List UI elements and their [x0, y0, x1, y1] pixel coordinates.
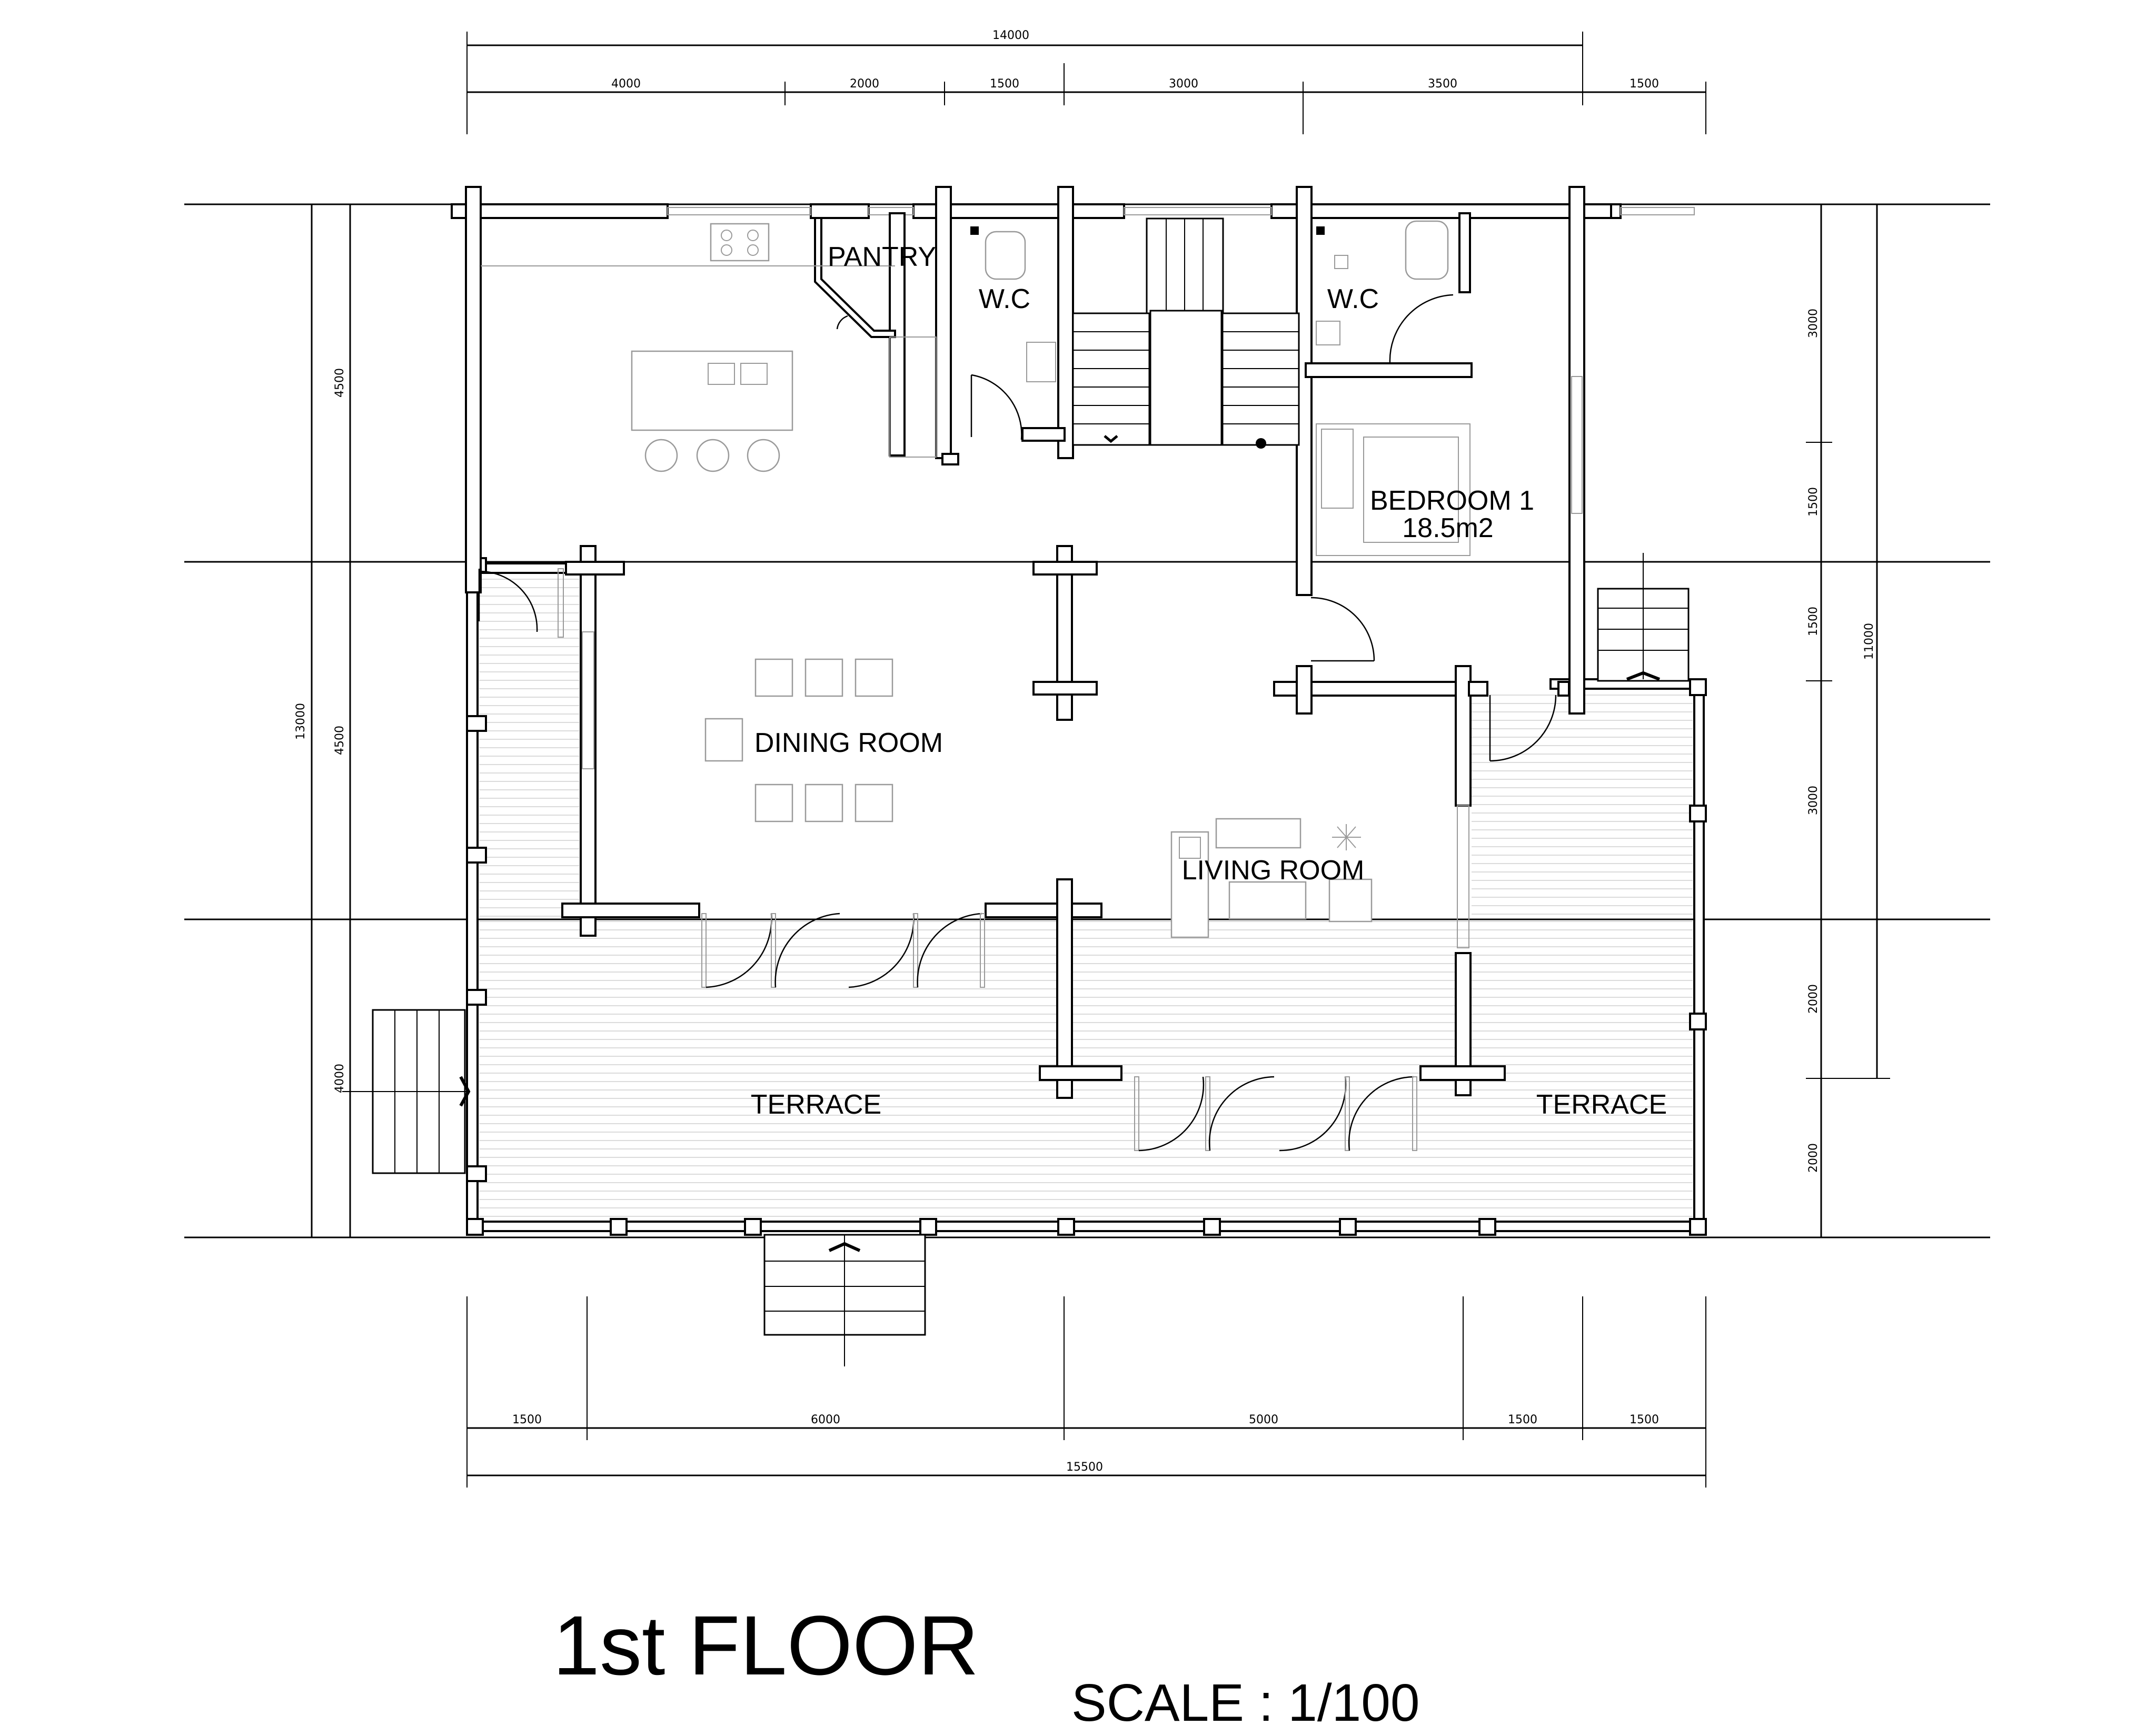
room-label-dining: DINING ROOM: [754, 728, 943, 758]
stairs: [342, 217, 1690, 1366]
dim-bottom-segment: 6000: [811, 1413, 840, 1426]
dim-left-segment: 4000: [333, 1064, 346, 1093]
room-area-bedroom: 18.5m2: [1402, 513, 1493, 543]
room-label-terrace-left: TERRACE: [751, 1089, 881, 1120]
dim-top-segment: 3500: [1428, 77, 1457, 91]
doors: [478, 294, 1557, 1152]
furniture: [481, 220, 1471, 938]
room-label-bedroom: BEDROOM 1: [1370, 485, 1534, 516]
room-label-pantry: PANTRY: [828, 242, 936, 272]
room-label-wc-right: W.C: [1327, 284, 1379, 314]
terrace-edge: [466, 557, 1707, 1236]
dim-left-segment: 4500: [333, 726, 346, 755]
room-label-wc-left: W.C: [979, 284, 1030, 314]
plan-title: 1st FLOOR: [553, 1598, 979, 1692]
dim-top-segment: 1500: [990, 77, 1019, 91]
dim-top-total: 14000: [992, 29, 1029, 42]
dim-right-segment: 2000: [1807, 1143, 1820, 1173]
dim-top-segment: 3000: [1169, 77, 1198, 91]
dim-bottom-segment: 1500: [512, 1413, 542, 1426]
dim-left-segment: 4500: [333, 368, 346, 398]
right-dimensions: 11000 3000 1500 1500 3000 2000 2000: [1806, 204, 1890, 1238]
room-labels: PANTRY W.C W.C BEDROOM 1 18.5m2 DINING R…: [751, 242, 1667, 1120]
room-label-terrace-right: TERRACE: [1536, 1089, 1667, 1120]
dim-right-segment: 1500: [1807, 487, 1820, 517]
dim-right-segment: 3000: [1807, 309, 1820, 338]
dim-right-total: 11000: [1863, 623, 1876, 660]
dim-bottom-segment: 5000: [1249, 1413, 1278, 1426]
top-dimensions: 14000 4000 2000 1500 3000 3500 1500: [466, 29, 1706, 134]
room-label-living: LIVING ROOM: [1182, 855, 1365, 886]
dim-top-segment: 4000: [611, 77, 641, 91]
scale-label: SCALE : 1/100: [1071, 1673, 1420, 1725]
left-dimensions: 13000 4500 4500 4000: [294, 204, 363, 1238]
dim-top-segment: 1500: [1630, 77, 1659, 91]
dim-left-total: 13000: [294, 703, 307, 740]
terrace-decking: [479, 579, 1693, 1217]
dim-bottom-total: 15500: [1066, 1461, 1103, 1474]
dim-bottom-segment: 1500: [1630, 1413, 1659, 1426]
dim-right-segment: 3000: [1807, 786, 1820, 815]
dim-right-segment: 1500: [1807, 607, 1820, 636]
dim-top-segment: 2000: [850, 77, 879, 91]
dim-right-segment: 2000: [1807, 984, 1820, 1014]
bottom-dimensions: 1500 6000 5000 1500 1500 15500: [466, 1296, 1706, 1488]
dim-bottom-segment: 1500: [1508, 1413, 1537, 1426]
walls: [451, 186, 1695, 1099]
